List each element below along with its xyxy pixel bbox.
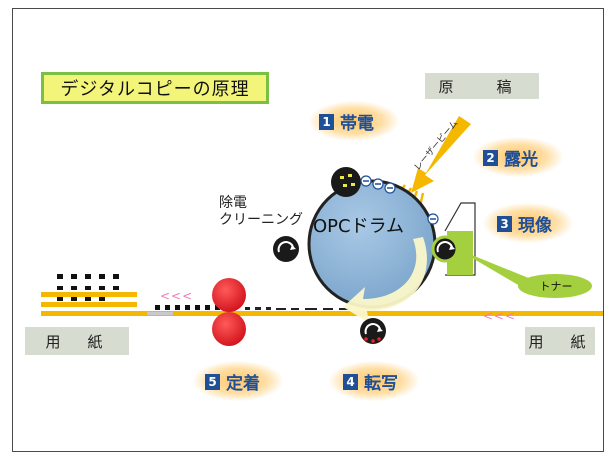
copier-diagram: レーザービーム (41, 116, 603, 346)
charger-roller (331, 167, 361, 197)
step-3-number: 3 (497, 215, 512, 232)
step-3-development: 3 現像 (497, 211, 552, 236)
drum-label: OPCドラム (313, 216, 405, 237)
toner-callout-pointer (457, 249, 531, 289)
fused-toner-dots (155, 305, 220, 310)
step-4-number: 4 (343, 373, 358, 390)
step-5-fixing: 5 定着 (205, 369, 260, 394)
transfer-roller (360, 318, 386, 344)
paper-direction-arrows-right: <<< (483, 309, 517, 323)
step-2-label: 露光 (504, 150, 538, 170)
step-1-charging: 1 帯電 (319, 109, 374, 134)
step-1-label: 帯電 (340, 114, 374, 134)
step-4-transfer: 4 転写 (343, 369, 398, 394)
original-document-label: 原 稿 (438, 77, 526, 96)
paper-output-box: 用 紙 (25, 327, 129, 355)
cleaning-label: クリーニング (219, 212, 303, 228)
toner-callout-bubble (518, 274, 592, 298)
cleaning-roller (273, 236, 299, 262)
laser-beam-label: レーザービーム (412, 118, 461, 173)
paper-path (41, 311, 603, 316)
step-1-number: 1 (319, 113, 334, 130)
step-4-label: 転写 (364, 374, 398, 394)
toner-label: トナー (539, 280, 573, 293)
paper-input-label: 用 紙 (528, 332, 592, 351)
developer-unit (431, 202, 476, 276)
diagram-frame: レーザービーム デジタルコピーの原理 原 稿 用 紙 用 紙 1 帯電 2 露光… (12, 8, 604, 452)
diagram-title: デジタルコピーの原理 (41, 72, 269, 104)
drum-rotation-arrow (343, 237, 427, 323)
fuser-rollers (212, 278, 246, 346)
output-paper-stack (41, 274, 137, 307)
step-2-exposure: 2 露光 (483, 145, 538, 170)
paper-output-label: 用 紙 (45, 332, 109, 351)
step-5-number: 5 (205, 373, 220, 390)
paper-input-box: 用 紙 (525, 327, 595, 355)
original-document-box: 原 稿 (425, 73, 539, 99)
step-3-label: 現像 (518, 216, 552, 236)
transferred-toner (245, 307, 349, 310)
negative-charge-signs (363, 180, 436, 220)
paper-direction-arrows-left: <<< (160, 289, 194, 303)
step-2-number: 2 (483, 149, 498, 166)
discharge-label: 除電 (219, 195, 247, 211)
step-5-label: 定着 (226, 374, 260, 394)
